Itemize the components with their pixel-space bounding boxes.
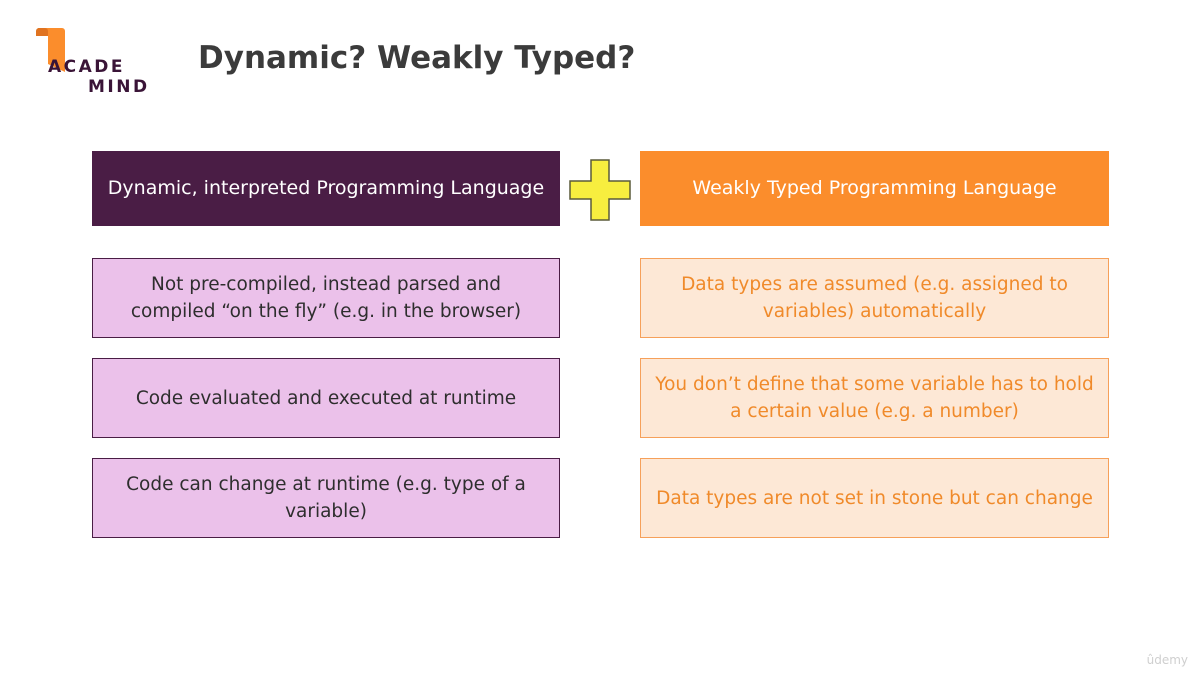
logo-text-line2: MIND: [88, 77, 150, 97]
dynamic-item-runtime-change: Code can change at runtime (e.g. type of…: [92, 458, 560, 538]
weak-item-types-change: Data types are not set in stone but can …: [640, 458, 1109, 538]
logo-text-line1: ACADE: [48, 57, 126, 77]
dynamic-item-runtime-eval: Code evaluated and executed at runtime: [92, 358, 560, 438]
academind-logo: ACADE MIND: [36, 28, 156, 100]
weak-item-no-type-definition: You don’t define that some variable has …: [640, 358, 1109, 438]
slide-title: Dynamic? Weakly Typed?: [198, 40, 636, 76]
flag-icon: [36, 28, 65, 72]
udemy-watermark: ûdemy: [1146, 653, 1188, 667]
plus-icon: [569, 159, 631, 221]
dynamic-item-precompiled: Not pre-compiled, instead parsed and com…: [92, 258, 560, 338]
weak-item-types-assumed: Data types are assumed (e.g. assigned to…: [640, 258, 1109, 338]
dynamic-language-header: Dynamic, interpreted Programming Languag…: [92, 151, 560, 226]
weakly-typed-header: Weakly Typed Programming Language: [640, 151, 1109, 226]
